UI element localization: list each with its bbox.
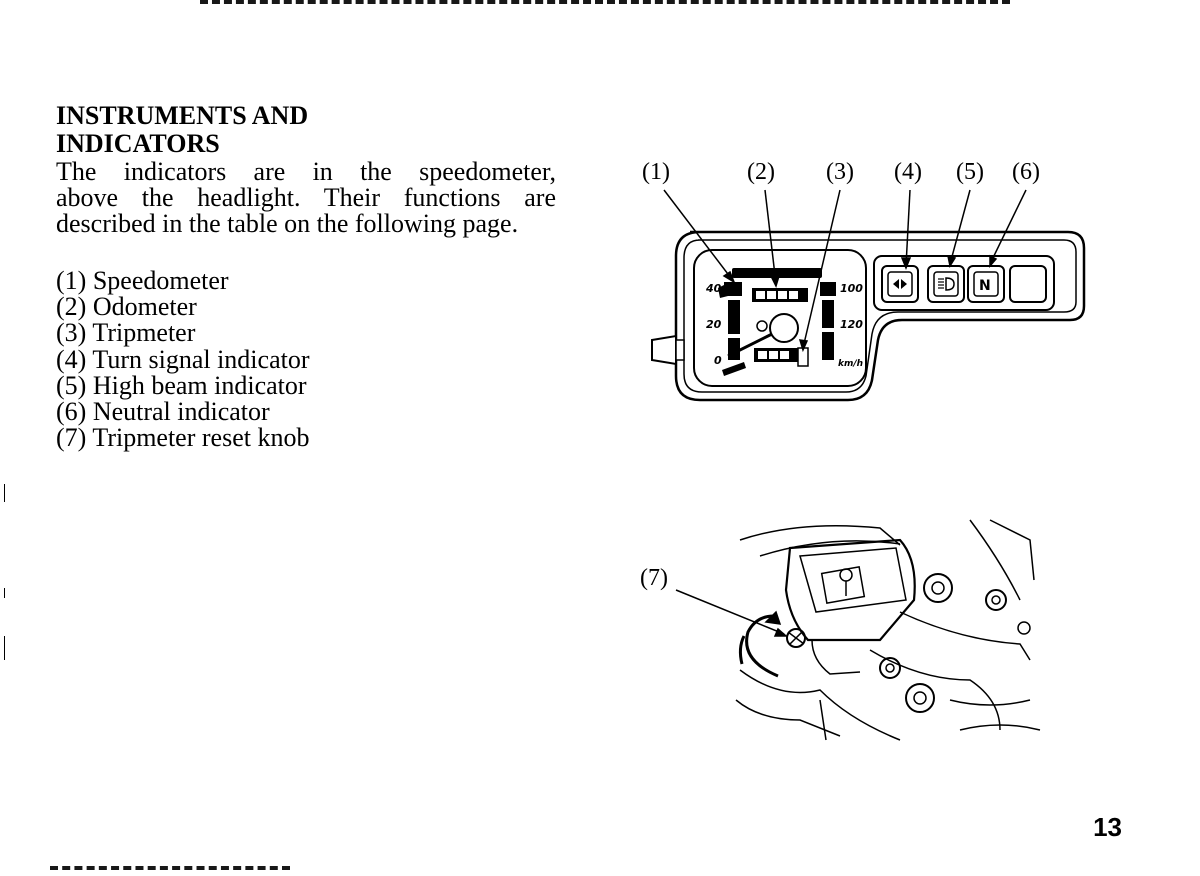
legend-item: (3) Tripmeter — [56, 318, 196, 348]
handlebar-illustration — [735, 519, 1041, 741]
legend-item: (6) Neutral indicator — [56, 397, 270, 427]
neutral-icon: N — [979, 278, 991, 294]
page-number: 13 — [1093, 812, 1122, 842]
callout-7: (7) — [640, 565, 668, 591]
legend-item: (4) Turn signal indicator — [56, 344, 310, 374]
turn-signal-icon — [893, 279, 907, 289]
callout-4: (4) — [894, 159, 922, 185]
intro-line: above the headlight. Their functions are — [56, 183, 556, 212]
speed-label-80: 80 — [796, 268, 812, 281]
legend-item: (5) High beam indicator — [56, 370, 307, 400]
margin-mark — [4, 588, 5, 598]
callout-2: (2) — [747, 159, 775, 185]
margin-mark — [4, 636, 5, 660]
callout-6: (6) — [1012, 159, 1040, 185]
section-heading: INSTRUMENTS AND INDICATORS — [56, 102, 308, 158]
speed-unit: km/h — [838, 359, 863, 369]
speed-label-120: 120 — [840, 318, 863, 331]
speed-label-100: 100 — [840, 282, 863, 295]
callout-3: (3) — [826, 159, 854, 185]
intro-line: The indicators are in the speedometer, — [56, 157, 556, 186]
callout-5: (5) — [956, 159, 984, 185]
heading-line-1: INSTRUMENTS AND — [56, 101, 309, 130]
parts-legend: (1) Speedometer (2) Odometer (3) Tripmet… — [56, 266, 310, 453]
speed-label-0: 0 — [714, 354, 722, 367]
speed-label-60: 60 — [754, 268, 770, 281]
intro-line: described in the table on the following … — [56, 209, 519, 238]
legend-item: (1) Speedometer — [56, 266, 229, 295]
high-beam-icon — [938, 277, 955, 291]
top-edge-marks — [200, 0, 1010, 10]
legend-item: (2) Odometer — [56, 292, 197, 322]
bottom-edge-marks — [50, 866, 290, 876]
speed-label-20: 20 — [706, 318, 722, 331]
intro-paragraph: The indicators are in the speedometer, a… — [56, 159, 556, 237]
heading-line-2: INDICATORS — [56, 129, 220, 158]
callout-1: (1) — [642, 159, 670, 185]
margin-mark — [4, 484, 5, 502]
legend-item: (7) Tripmeter reset knob — [56, 423, 310, 453]
speed-label-40: 40 — [705, 282, 722, 295]
